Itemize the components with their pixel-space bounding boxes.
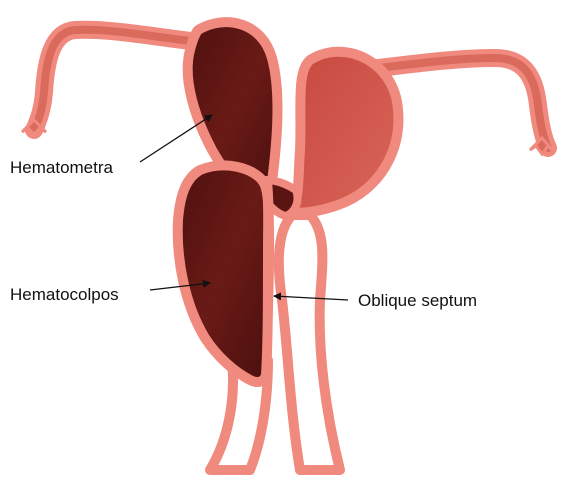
label-oblique-septum: Oblique septum [358,291,477,310]
right-uterus [292,52,398,213]
hematocolpos [178,165,270,382]
right-vagina [279,215,340,470]
left-fallopian-tube [22,30,200,134]
label-hematocolpos-group: Hematocolpos [10,283,210,304]
label-hematometra: Hematometra [10,158,114,177]
label-hematocolpos: Hematocolpos [10,285,119,304]
